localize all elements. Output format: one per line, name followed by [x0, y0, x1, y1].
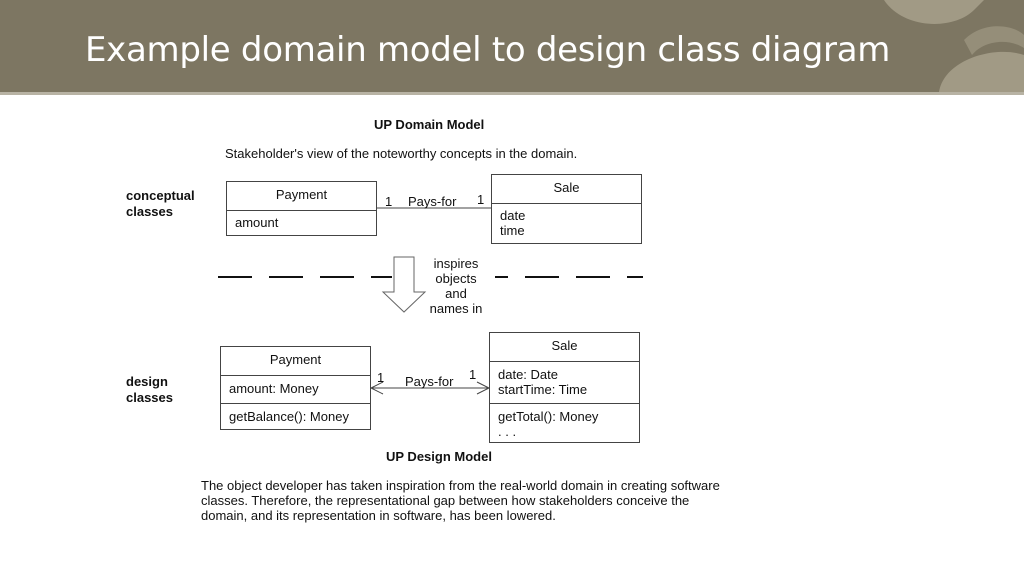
class-attribute: date: [500, 208, 526, 223]
design-sale-class: Sale date: Date startTime: Time getTotal…: [489, 332, 640, 443]
class-attributes: date time: [492, 203, 641, 243]
class-name: Sale: [553, 180, 580, 195]
design-payment-class: Payment amount: Money getBalance(): Mone…: [220, 346, 371, 430]
domain-sale-class: Sale date time: [491, 174, 642, 244]
swirl-decoration-icon: [884, 0, 1024, 92]
side-label-line: classes: [126, 390, 173, 405]
association-label: Pays-for: [405, 374, 454, 389]
side-label-line: conceptual: [126, 188, 195, 203]
side-label-line: classes: [126, 204, 173, 219]
design-classes-label: design classes: [126, 374, 173, 406]
domain-model-heading: UP Domain Model: [374, 117, 485, 132]
explanation-note: The object developer has taken inspirati…: [201, 478, 720, 523]
class-operation: getBalance(): Money: [221, 403, 370, 429]
domain-payment-class: Payment amount: [226, 181, 377, 236]
side-label-line: design: [126, 374, 168, 389]
multiplicity-left: 1: [377, 370, 385, 385]
class-attribute: amount: [227, 210, 376, 235]
caption-line: inspires: [433, 256, 479, 271]
header-divider: [0, 92, 1024, 95]
caption-line: objects: [435, 271, 477, 286]
arrowhead-left-icon: [369, 381, 384, 395]
association-label: Pays-for: [408, 194, 457, 209]
class-attribute: startTime: Time: [498, 382, 588, 397]
class-attribute: time: [500, 223, 525, 238]
class-name: Payment: [269, 352, 322, 367]
multiplicity-right: 1: [469, 367, 477, 382]
inspires-caption: inspires objects and names in: [424, 256, 488, 316]
class-operation: . . .: [498, 424, 517, 439]
class-name: Payment: [275, 187, 328, 202]
caption-line: names in: [429, 301, 483, 316]
conceptual-classes-label: conceptual classes: [126, 188, 195, 220]
design-model-heading: UP Design Model: [386, 449, 492, 464]
slide-title: Example domain model to design class dia…: [85, 30, 891, 70]
caption-line: and: [445, 286, 467, 301]
class-operations: getTotal(): Money . . .: [490, 403, 639, 442]
down-arrow-icon: [381, 256, 427, 313]
class-attribute: amount: Money: [221, 375, 370, 403]
multiplicity-right: 1: [477, 192, 485, 207]
multiplicity-left: 1: [385, 194, 393, 209]
class-operation: getTotal(): Money: [498, 409, 599, 424]
class-name: Sale: [551, 338, 578, 353]
class-attributes: date: Date startTime: Time: [490, 361, 639, 403]
class-attribute: date: Date: [498, 367, 558, 382]
title-banner: Example domain model to design class dia…: [0, 0, 1024, 92]
domain-model-subtitle: Stakeholder's view of the noteworthy con…: [225, 146, 578, 161]
